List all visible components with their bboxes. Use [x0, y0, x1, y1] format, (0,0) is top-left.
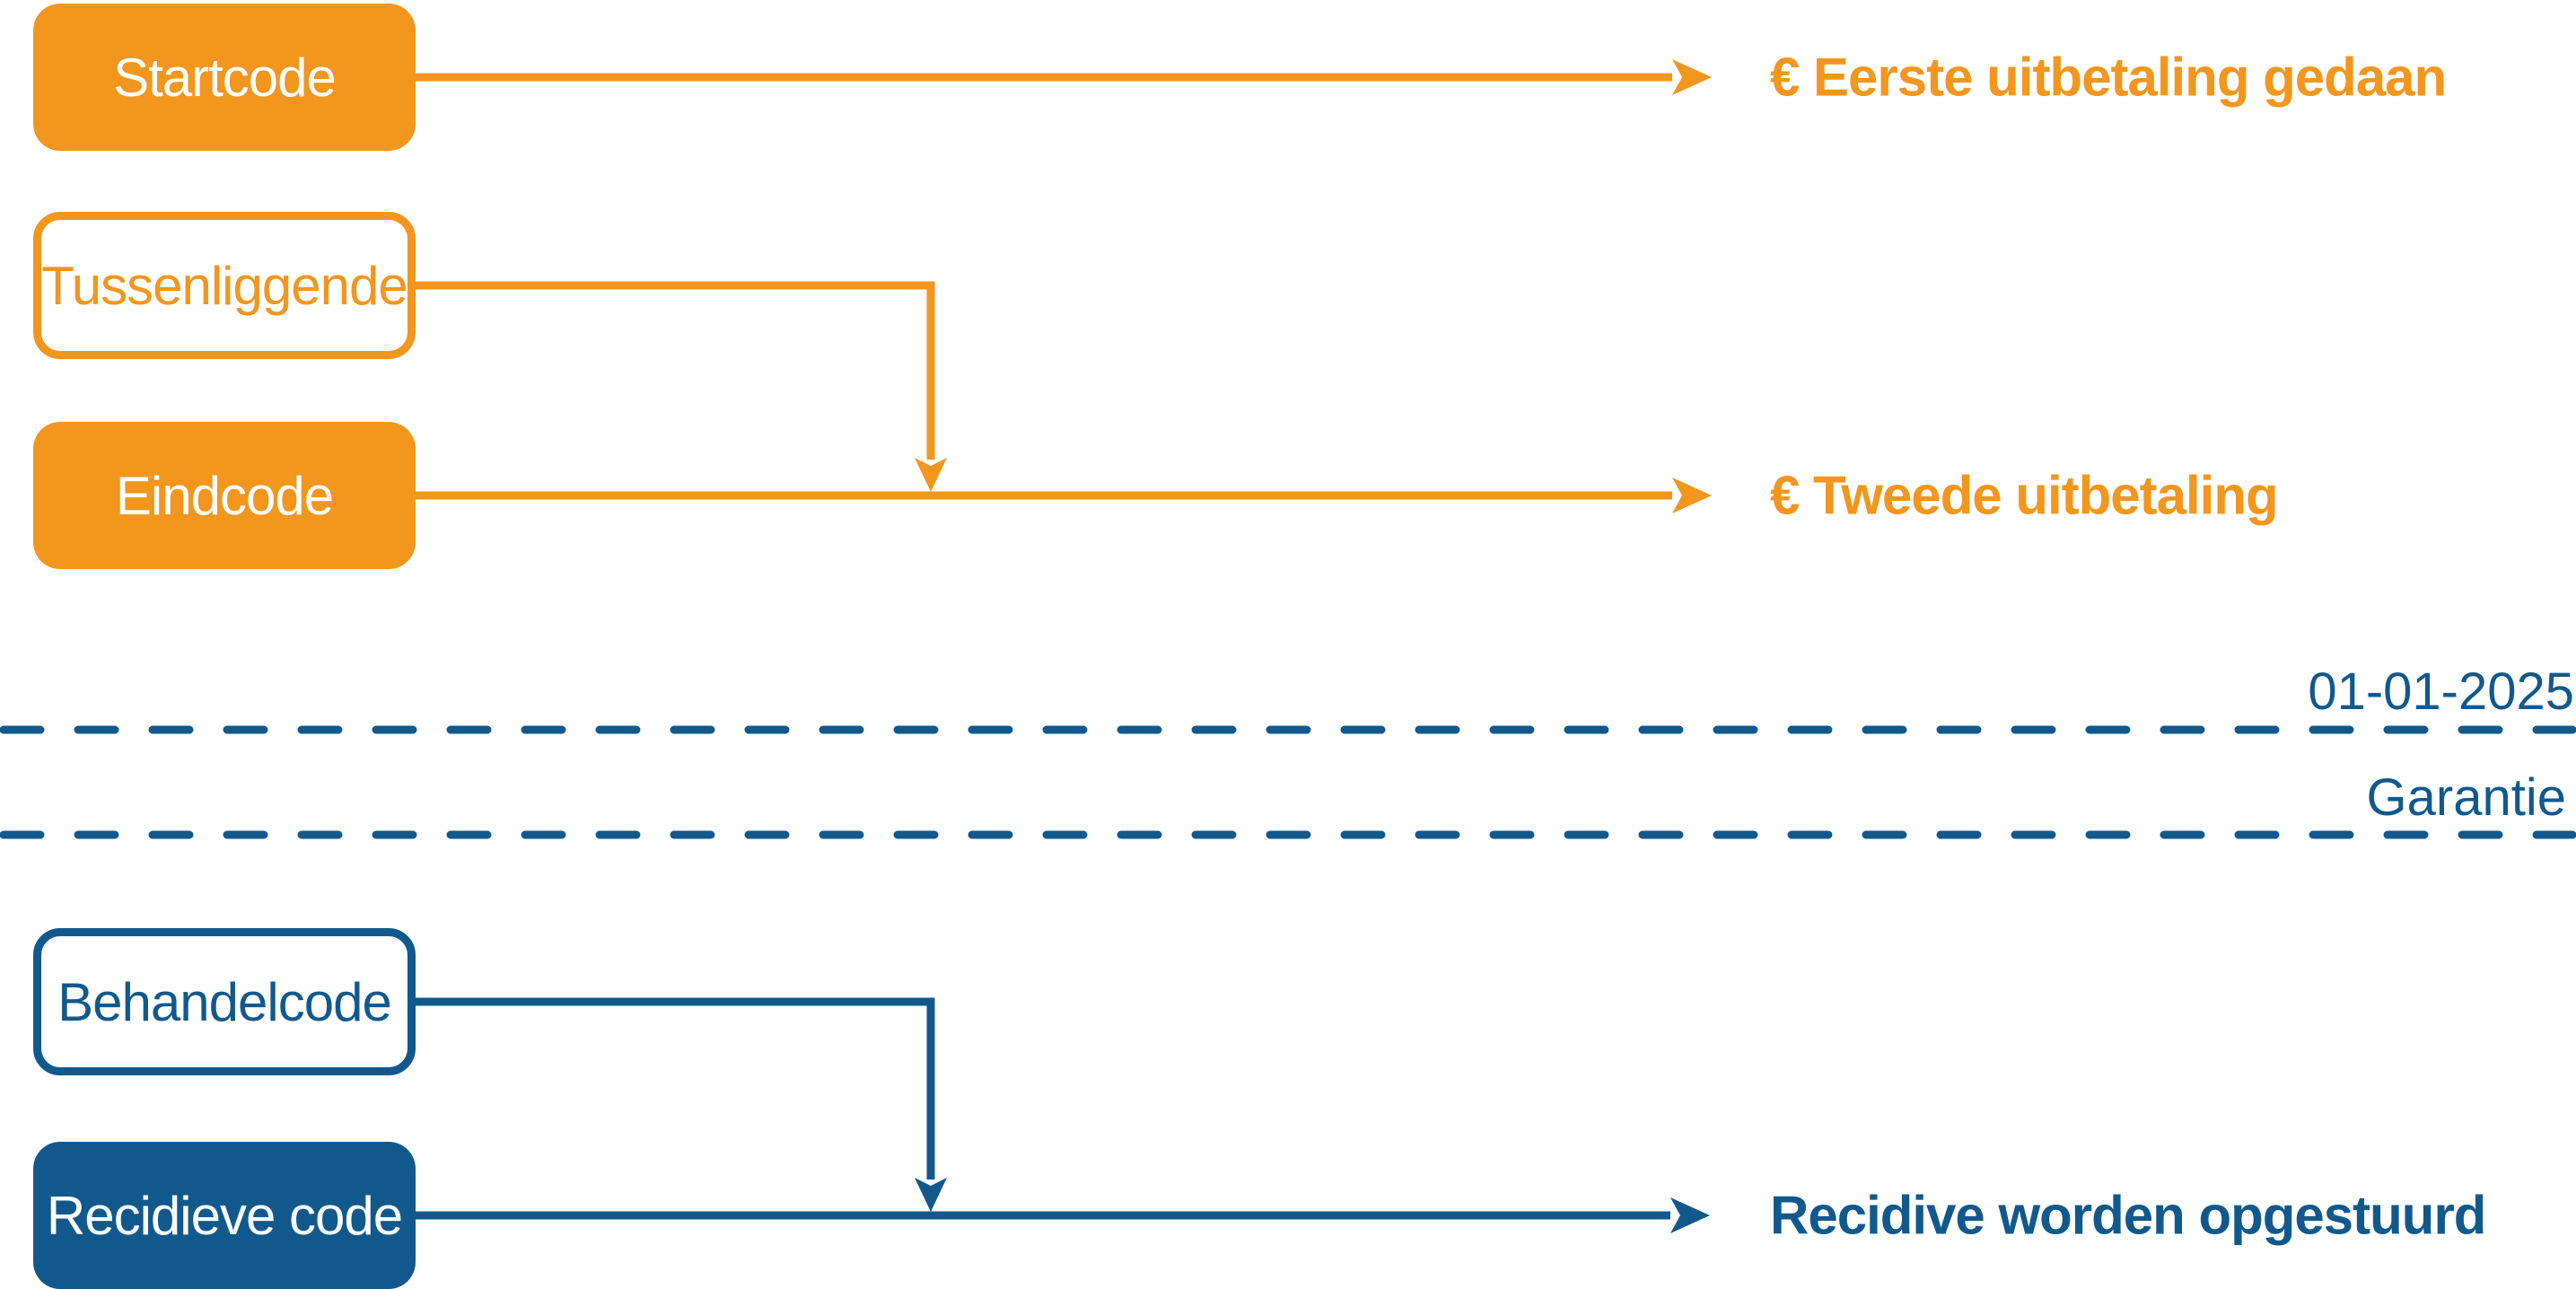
box-eindcode-label: Eindcode [115, 465, 334, 526]
outcome-first-payout: € Eerste uitbetaling gedaan [1770, 47, 2447, 108]
arrow-down-icon [915, 458, 947, 492]
box-recidieve-code-label: Recidieve code [46, 1185, 403, 1246]
box-tussenliggende: Tussenliggende [33, 212, 416, 359]
divider-garantie-label: Garantie [2366, 768, 2566, 827]
box-startcode: Startcode [33, 4, 416, 151]
box-eindcode: Eindcode [33, 422, 416, 569]
box-tussenliggende-label: Tussenliggende [41, 255, 407, 316]
box-recidieve-code: Recidieve code [33, 1142, 416, 1289]
box-behandelcode: Behandelcode [33, 928, 416, 1075]
divider-date-label: 01-01-2025 [2308, 662, 2574, 721]
arrow-down-icon [915, 1178, 947, 1212]
arrow-right-icon [1672, 59, 1712, 95]
outcome-recidive: Recidive worden opgestuurd [1770, 1185, 2486, 1246]
box-startcode-label: Startcode [113, 47, 337, 108]
arrow-right-icon [1670, 1197, 1710, 1233]
box-behandelcode-label: Behandelcode [57, 971, 392, 1032]
connector-tussenliggende-line [416, 281, 935, 460]
outcome-second-payout: € Tweede uitbetaling [1770, 465, 2279, 526]
connector-behandelcode-line [416, 997, 935, 1179]
arrow-right-icon [1672, 478, 1712, 513]
